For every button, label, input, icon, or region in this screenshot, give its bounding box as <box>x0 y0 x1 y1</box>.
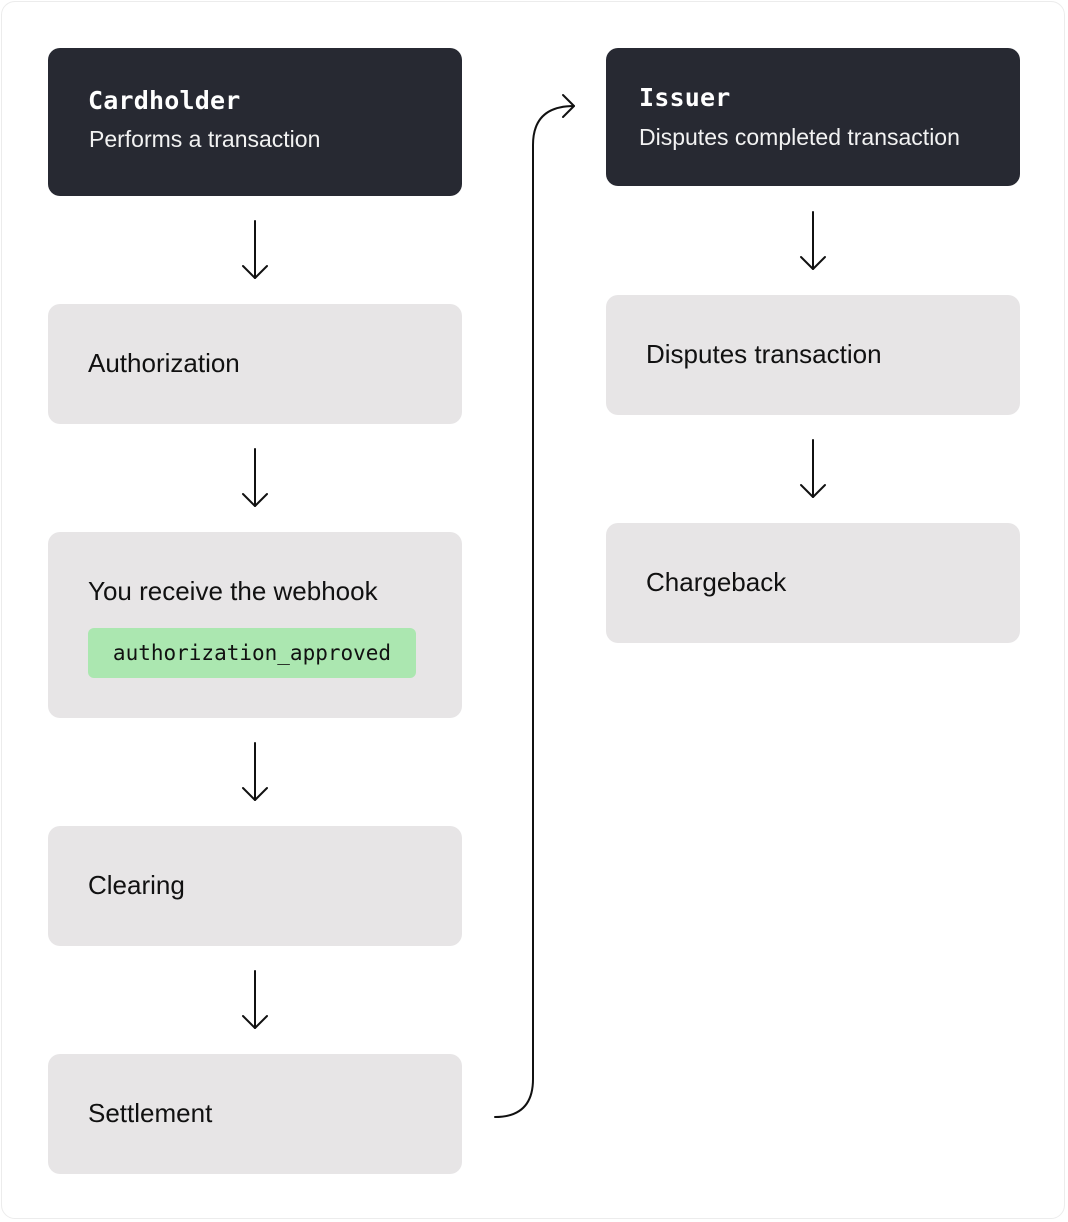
chargeback-label: Chargeback <box>646 567 787 597</box>
issuer-subtitle: Disputes completed transaction <box>639 124 960 150</box>
issuer-title: Issuer <box>639 83 731 112</box>
chargeback-node: Chargeback <box>606 523 1020 643</box>
authorization-label: Authorization <box>88 348 240 378</box>
webhook-event-code: authorization_approved <box>88 628 416 678</box>
cardholder-subtitle: Performs a transaction <box>89 126 321 152</box>
cardholder-title: Cardholder <box>88 86 241 115</box>
authorization-node: Authorization <box>48 304 462 424</box>
settlement-label: Settlement <box>88 1098 213 1128</box>
webhook-node: You receive the webhook authorization_ap… <box>48 532 462 718</box>
disputes-label: Disputes transaction <box>646 339 882 369</box>
clearing-label: Clearing <box>88 870 185 900</box>
settlement-node: Settlement <box>48 1054 462 1174</box>
issuer-node: Issuer Disputes completed transaction <box>606 48 1020 186</box>
webhook-label: You receive the webhook <box>88 576 378 606</box>
clearing-node: Clearing <box>48 826 462 946</box>
cardholder-node: Cardholder Performs a transaction <box>48 48 462 196</box>
disputes-node: Disputes transaction <box>606 295 1020 415</box>
